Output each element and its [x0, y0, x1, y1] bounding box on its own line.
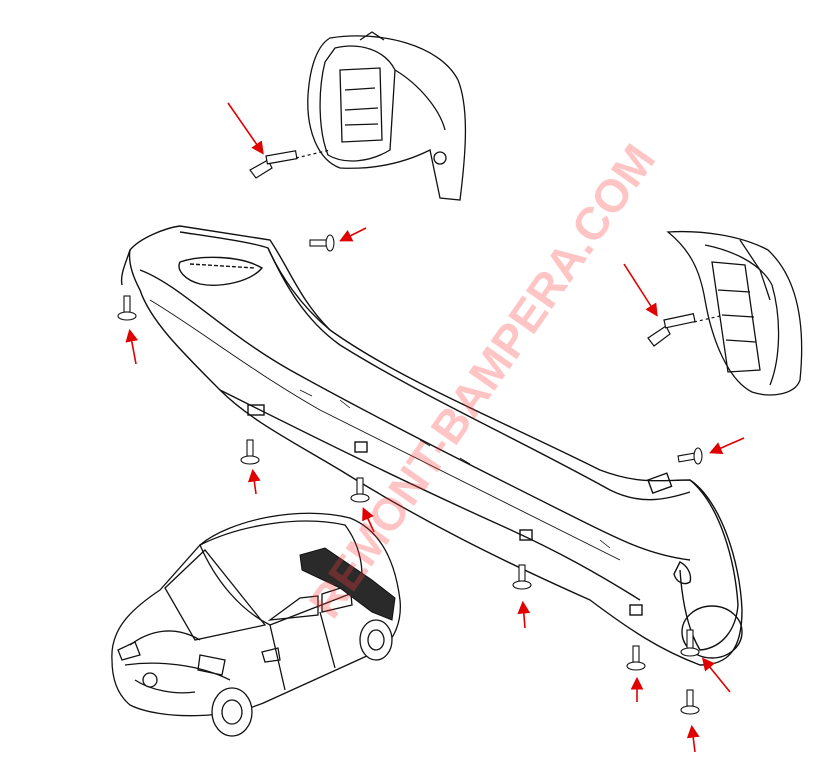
screw-top-center: [309, 234, 335, 252]
arrow-screw-bottom-3: [517, 600, 531, 629]
arrow-screw-bottom-2: [362, 507, 375, 533]
arrow-screw-bottom-right: [686, 724, 700, 753]
arrow-screw-bottom-1: [247, 468, 261, 495]
screw-bottom-1: [240, 439, 260, 465]
arrow-screw-top-center: [339, 227, 367, 242]
screw-left-top: [117, 295, 137, 321]
screw-bottom-2: [350, 477, 370, 503]
arrow-clip-right: [623, 263, 658, 317]
rear-bumper-cover: [120, 225, 743, 666]
arrow-screw-right-end: [701, 657, 731, 693]
push-clip-top: [249, 149, 331, 179]
right-tail-lamp: [666, 230, 803, 396]
screw-bottom-3: [512, 564, 532, 590]
push-clip-right: [647, 313, 721, 347]
screw-right-end: [680, 629, 700, 657]
arrow-screw-right-side: [709, 437, 745, 455]
car-bumper-highlight: [299, 547, 396, 621]
arrow-clip-top: [227, 102, 264, 155]
screw-bottom-4: [626, 645, 646, 671]
left-tail-lamp: [307, 31, 467, 201]
arrow-screw-left-top: [125, 328, 139, 365]
screw-right-side: [677, 447, 703, 465]
screw-bottom-right: [680, 689, 700, 715]
